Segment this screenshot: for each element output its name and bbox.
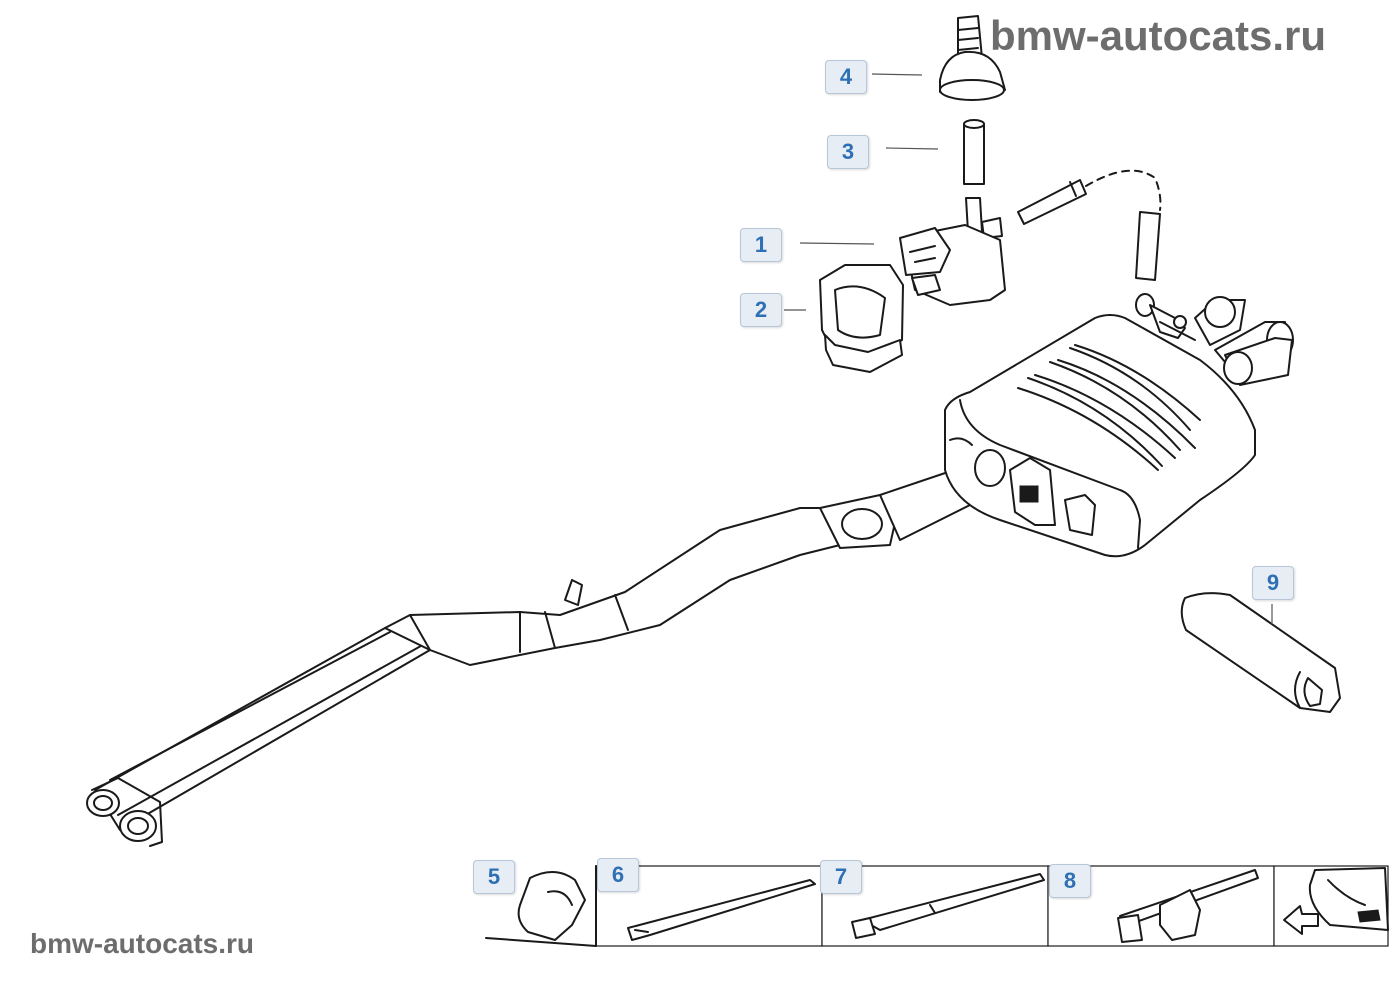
callout-3[interactable]: 3 [827,135,869,169]
callout-9[interactable]: 9 [1252,566,1294,600]
tail-pipes [1194,296,1294,386]
part-3-hose [963,119,985,185]
part-9-edge-protector [1180,592,1341,713]
part-1-valve [899,197,1006,306]
bottom-parts-row [485,865,1389,947]
leader-lines [784,73,1273,624]
callout-4[interactable]: 4 [825,60,867,94]
flap-actuator [1135,293,1196,341]
watermark-top: bmw-autocats.ru [990,12,1327,59]
callout-7[interactable]: 7 [820,860,862,894]
rear-muffler [944,314,1256,558]
callout-1[interactable]: 1 [740,228,782,262]
front-pipes [86,621,431,847]
callout-6[interactable]: 6 [597,858,639,892]
callout-2[interactable]: 2 [740,293,782,327]
middle-pipe [384,454,1006,666]
part-4-cap [939,15,1006,101]
watermark-bottom: bmw-autocats.ru [30,928,255,959]
callout-5[interactable]: 5 [473,860,515,894]
part-2-bracket [819,264,904,373]
callout-8[interactable]: 8 [1049,864,1091,898]
vacuum-line [1017,169,1162,281]
